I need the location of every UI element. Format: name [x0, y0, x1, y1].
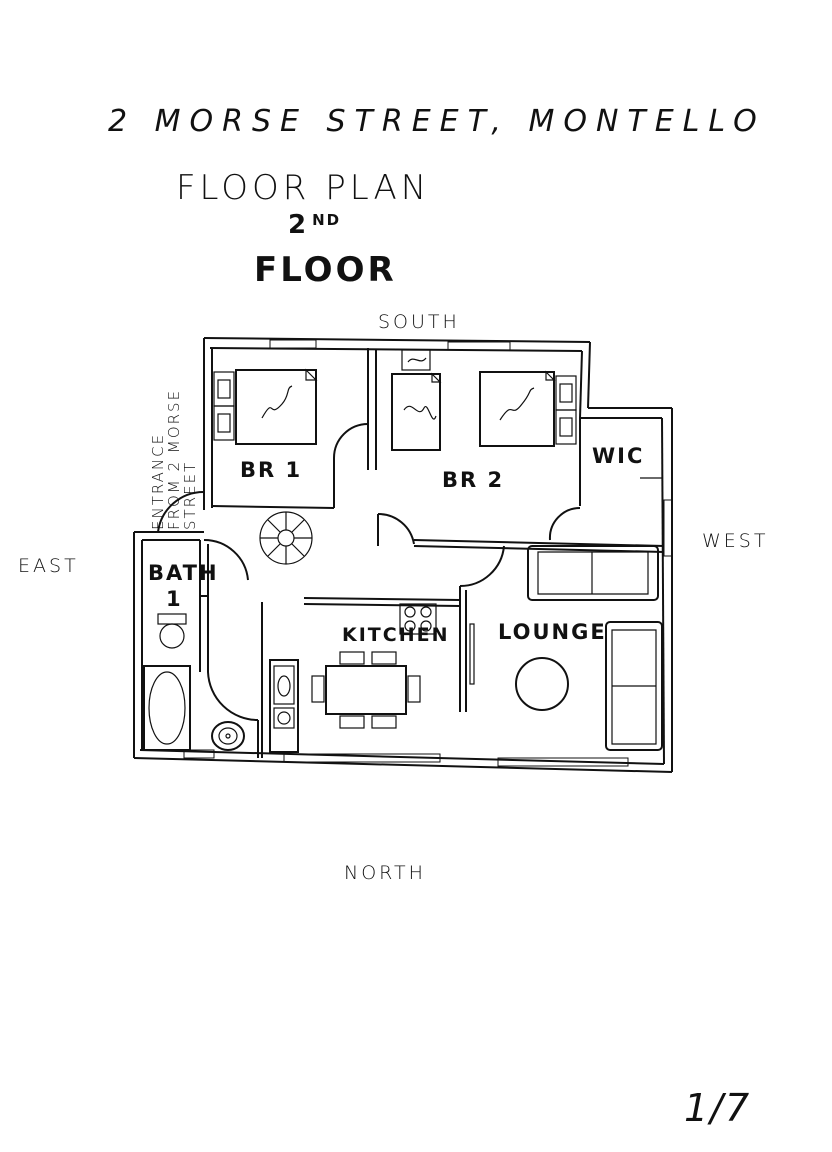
- room-label-br1: BR 1: [240, 458, 303, 482]
- door-swing-entrance: [157, 490, 205, 533]
- door-swing-bath-top: [203, 538, 249, 581]
- room-label-bath: BATH 1: [148, 560, 219, 612]
- cooktop: [399, 603, 437, 635]
- window-lounge: [497, 757, 629, 767]
- nightstands-br1: [213, 371, 235, 441]
- bed-br1: [235, 368, 318, 445]
- door-swing-br1: [333, 423, 369, 459]
- window-wic: [663, 499, 673, 557]
- room-label-bath-line1: BATH: [148, 561, 219, 585]
- bathtub: [143, 665, 191, 751]
- sofa-top: [527, 545, 659, 601]
- compass-west: WEST: [702, 530, 769, 552]
- outer-walls: [133, 337, 673, 773]
- compass-north: NORTH: [344, 862, 426, 884]
- level-number-digit: 2: [288, 210, 309, 240]
- dining-table: [311, 651, 421, 729]
- door-swing-bath: [207, 671, 259, 722]
- window-bath: [183, 749, 215, 759]
- window-kitchen: [283, 753, 441, 763]
- room-label-br2: BR 2: [442, 468, 505, 492]
- address-title: 2 MORSE STREET, MONTELLO: [108, 104, 766, 139]
- room-label-lounge: LOUNGE: [498, 620, 607, 644]
- room-label-kitchen: KITCHEN: [342, 624, 450, 646]
- windows: [183, 339, 673, 767]
- kitchen-counter: [269, 659, 299, 753]
- plan-heading: FLOOR PLAN: [176, 168, 431, 208]
- compass-east: EAST: [18, 555, 79, 577]
- interior-walls: [157, 348, 665, 758]
- coffee-table: [515, 657, 569, 711]
- level-word: FLOOR: [254, 250, 397, 290]
- level-number-suffix: ND: [312, 211, 342, 229]
- door-swing-wic: [548, 506, 581, 541]
- bath-sink: [211, 721, 245, 751]
- window-br2: [447, 341, 511, 351]
- double-bed-br2: [479, 370, 577, 447]
- spiral-staircase: [259, 511, 313, 565]
- room-label-wic: WIC: [592, 444, 645, 468]
- room-label-bath-line2: 1: [166, 587, 183, 611]
- toilet: [157, 613, 187, 649]
- window-br1: [269, 339, 317, 349]
- single-bed-br2: [391, 349, 442, 451]
- sofa-side: [605, 621, 663, 751]
- page-number: 1/7: [684, 1086, 752, 1130]
- door-swing-lounge: [459, 545, 505, 588]
- door-swing-br2: [377, 512, 415, 545]
- compass-south: SOUTH: [378, 311, 460, 333]
